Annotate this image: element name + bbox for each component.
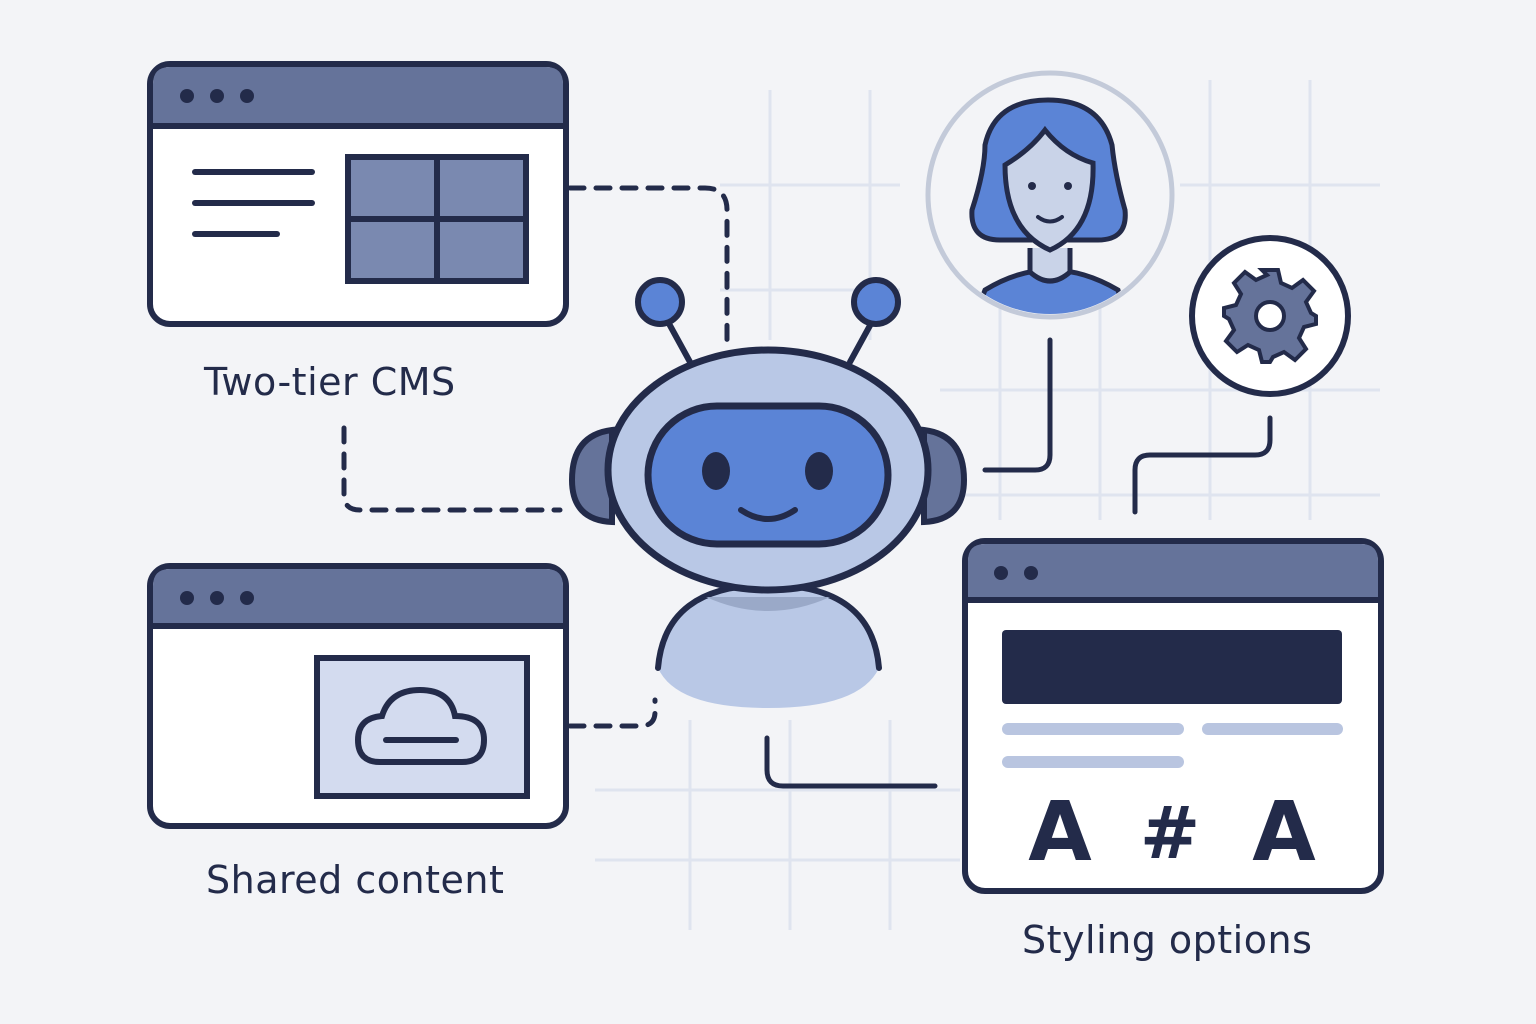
window-dots bbox=[180, 89, 254, 103]
ear-left bbox=[568, 426, 615, 526]
window-dots bbox=[994, 566, 1038, 580]
antenna-right bbox=[851, 277, 901, 327]
connector-lines bbox=[341, 185, 1273, 789]
shared-content-window bbox=[147, 563, 569, 829]
heading-bar bbox=[1002, 630, 1342, 704]
robot-body bbox=[658, 585, 879, 708]
cms-label-connector bbox=[341, 425, 563, 513]
cloud-icon bbox=[354, 686, 488, 765]
cms-connector bbox=[567, 185, 730, 343]
ear-right bbox=[921, 426, 968, 526]
font-glyph-a-2: A bbox=[1252, 785, 1316, 880]
text-placeholder-lines bbox=[1002, 723, 1343, 768]
styling-window: A # A bbox=[962, 538, 1384, 894]
robot-mascot bbox=[568, 277, 968, 708]
gear-icon bbox=[1189, 235, 1351, 397]
shared-content-label: Shared content bbox=[206, 858, 505, 902]
user-avatar-icon bbox=[925, 70, 1175, 320]
user-connector bbox=[982, 337, 1053, 473]
text-lines-icon bbox=[192, 169, 315, 237]
cms-label: Two-tier CMS bbox=[204, 360, 456, 404]
cms-window bbox=[147, 61, 569, 327]
antenna-left bbox=[635, 277, 685, 327]
grid-layout-icon bbox=[345, 154, 529, 284]
color-hash-glyph: # bbox=[1140, 791, 1200, 875]
styling-connector bbox=[764, 735, 938, 789]
robot-visor bbox=[644, 402, 892, 548]
shared-connector bbox=[567, 697, 658, 729]
styling-options-label: Styling options bbox=[1022, 918, 1313, 962]
window-dots bbox=[180, 591, 254, 605]
font-glyph-a: A bbox=[1028, 785, 1092, 880]
settings-connector bbox=[1132, 415, 1273, 515]
